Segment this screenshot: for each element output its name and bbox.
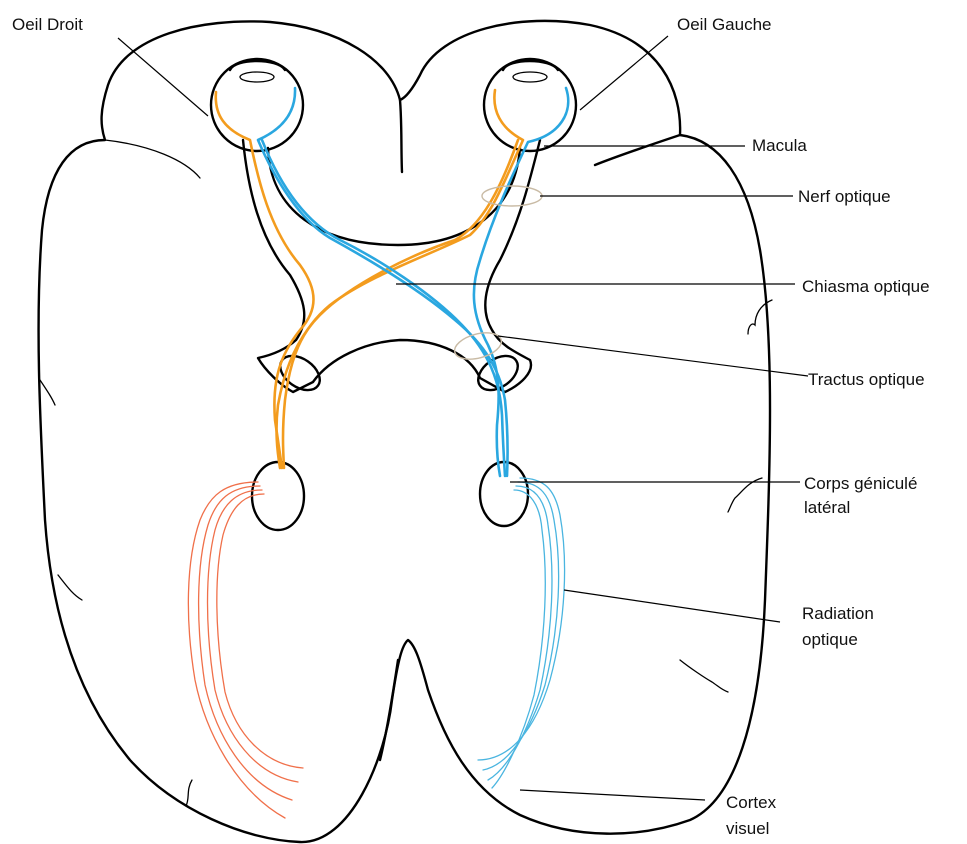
label-radiation-line1: Radiation <box>802 604 874 623</box>
right-eye-nasal-fibers <box>283 90 523 468</box>
sulcus-right-2 <box>58 575 82 600</box>
leader-tractus-optique <box>498 336 808 376</box>
right-eye-lens <box>240 72 274 82</box>
label-macula: Macula <box>752 136 807 155</box>
leader-oeil-gauche <box>580 36 668 110</box>
label-chiasma-optique: Chiasma optique <box>802 277 930 296</box>
label-cortex-line1: Cortex <box>726 793 777 812</box>
label-nerf-optique: Nerf optique <box>798 187 891 206</box>
label-cortex-line2: visuel <box>726 819 769 838</box>
brain-outer-contour <box>39 21 770 842</box>
leader-radiation-optique <box>564 590 780 622</box>
leader-oeil-droit <box>118 38 208 116</box>
leader-cortex-visuel <box>520 790 705 800</box>
right-eye <box>211 59 303 151</box>
left-eye-crossing-fibers <box>262 140 505 476</box>
label-radiation-line2: optique <box>802 630 858 649</box>
left-optic-radiation <box>478 478 565 788</box>
sulcus-right-3 <box>186 780 192 806</box>
brain-outline <box>39 21 772 842</box>
left-eye-pathways <box>258 88 568 476</box>
label-corps-geniculate-line2: latéral <box>804 498 850 517</box>
sulcus-left-hemisphere-top <box>595 135 680 165</box>
sulcus-left-3 <box>680 660 728 692</box>
left-eye <box>484 59 576 151</box>
right-radiation-fiber-4 <box>217 494 303 768</box>
sulcus-bottom-notch <box>380 660 398 760</box>
left-eye-nasal-fibers <box>258 88 508 476</box>
label-tractus-optique: Tractus optique <box>808 370 925 389</box>
top-midline-notch <box>400 100 402 172</box>
right-optic-radiation <box>188 482 303 818</box>
right-radiation-fiber-3 <box>208 490 299 782</box>
right-radiation-fiber-1 <box>188 482 285 818</box>
right-lateral-geniculate-body <box>252 462 304 530</box>
left-eyeball <box>484 59 576 151</box>
label-oeil-gauche: Oeil Gauche <box>677 15 772 34</box>
labels: Oeil Droit Oeil Gauche Macula Nerf optiq… <box>12 15 930 838</box>
sulcus-left-2 <box>728 478 762 512</box>
label-corps-geniculate-line1: Corps géniculé <box>804 474 917 493</box>
sulcus-right-hemisphere-top <box>105 140 200 178</box>
left-radiation-fiber-2 <box>483 482 559 770</box>
left-eye-lens <box>513 72 547 82</box>
leader-lines <box>118 36 808 800</box>
label-oeil-droit: Oeil Droit <box>12 15 83 34</box>
optic-nerve-marker <box>482 186 542 206</box>
sulcus-right-1 <box>40 380 55 405</box>
right-eyeball <box>211 59 303 151</box>
right-radiation-fiber-2 <box>199 486 292 800</box>
